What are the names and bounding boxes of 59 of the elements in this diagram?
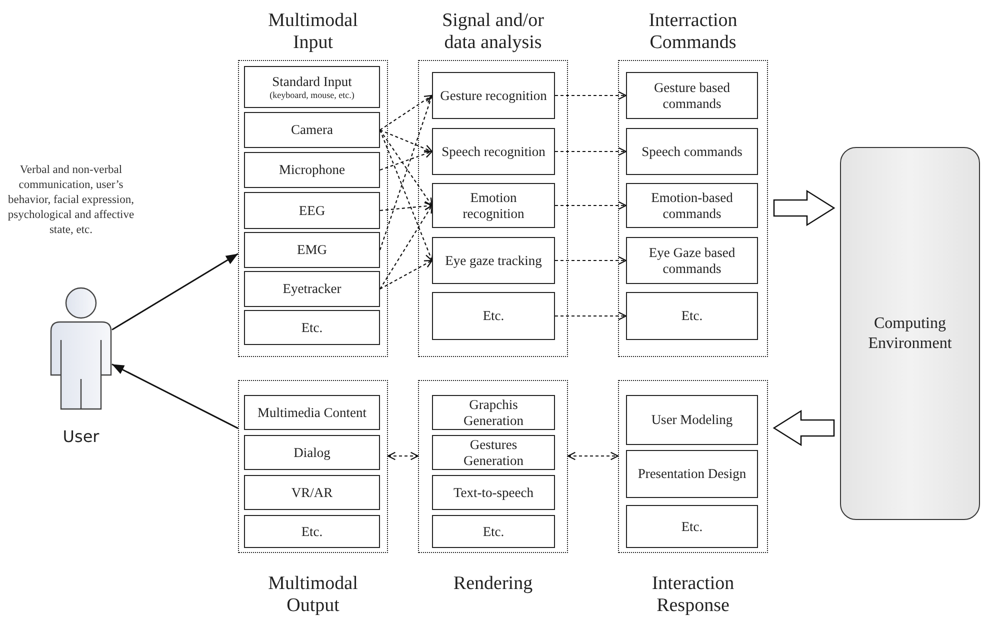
group-title: Signal and/or data analysis <box>441 10 545 54</box>
module-box: Grapchis Generation <box>432 395 555 430</box>
module-box: Eyetracker <box>244 271 380 307</box>
module-box: Emotion recognition <box>432 183 555 228</box>
dashed-arrow <box>379 94 434 250</box>
module-box: Text-to-speech <box>432 475 555 510</box>
module-box: Camera <box>244 112 380 148</box>
module-box: Etc. <box>244 310 380 345</box>
group-title: Rendering <box>452 573 534 595</box>
module-box: Gestures Generation <box>432 435 555 470</box>
module-box: Etc. <box>432 515 555 548</box>
module-box: Etc. <box>626 505 758 548</box>
module-box: Gesture based commands <box>626 72 758 119</box>
module-box: Eye gaze tracking <box>432 237 555 284</box>
arrow <box>112 364 238 430</box>
module-box: Presentation Design <box>626 450 758 498</box>
user-label: User <box>62 427 100 446</box>
dashed-arrow <box>380 150 433 171</box>
module-box: Gesture recognition <box>432 72 555 119</box>
module-box: EMG <box>244 232 380 268</box>
module-box: Etc. <box>626 292 758 340</box>
module-box: Emotion-based commands <box>626 183 758 228</box>
dashed-arrow <box>567 452 619 460</box>
module-box: EEG <box>244 192 380 229</box>
dashed-arrow <box>380 130 433 206</box>
dashed-arrow <box>380 130 433 153</box>
dashed-arrow <box>555 201 627 210</box>
module-box <box>244 66 380 108</box>
block-arrow <box>772 410 835 446</box>
dashed-arrow <box>555 256 627 265</box>
module-label: Standard Input <box>272 74 352 90</box>
group-title: Multimodal Output <box>267 573 359 617</box>
system-box: Computing Environment <box>840 147 980 520</box>
group-title: Interaction Response <box>650 573 736 617</box>
dashed-arrow <box>555 312 627 320</box>
dashed-arrow <box>380 202 433 212</box>
module-box: Etc. <box>244 515 380 548</box>
dashed-arrow <box>387 452 419 460</box>
group-title: Interraction Commands <box>648 10 738 54</box>
input-description: Verbal and non-verbal communication, user’s behavior, facial expression, psychological and affective state, etc. <box>6 163 136 238</box>
module-box: User Modeling <box>626 395 758 445</box>
arrow <box>112 253 238 330</box>
module-box: Eye Gaze based commands <box>626 237 758 284</box>
module-box: Dialog <box>244 435 380 470</box>
module-note: (keyboard, mouse, etc.) <box>270 90 354 100</box>
dashed-arrow <box>379 130 434 262</box>
dashed-arrow <box>380 94 433 130</box>
module-box: Etc. <box>432 292 555 340</box>
module-box: Multimedia Content <box>244 395 380 430</box>
dashed-arrow <box>380 260 433 290</box>
module-box: Speech commands <box>626 128 758 175</box>
group-title: Multimodal Input <box>267 10 359 54</box>
dashed-arrow <box>380 204 433 290</box>
module-box: Speech recognition <box>432 128 555 175</box>
dashed-arrow <box>555 91 627 100</box>
block-arrow <box>773 190 836 226</box>
module-box: VR/AR <box>244 475 380 510</box>
module-box: Microphone <box>244 152 380 188</box>
dashed-arrow <box>555 147 627 156</box>
